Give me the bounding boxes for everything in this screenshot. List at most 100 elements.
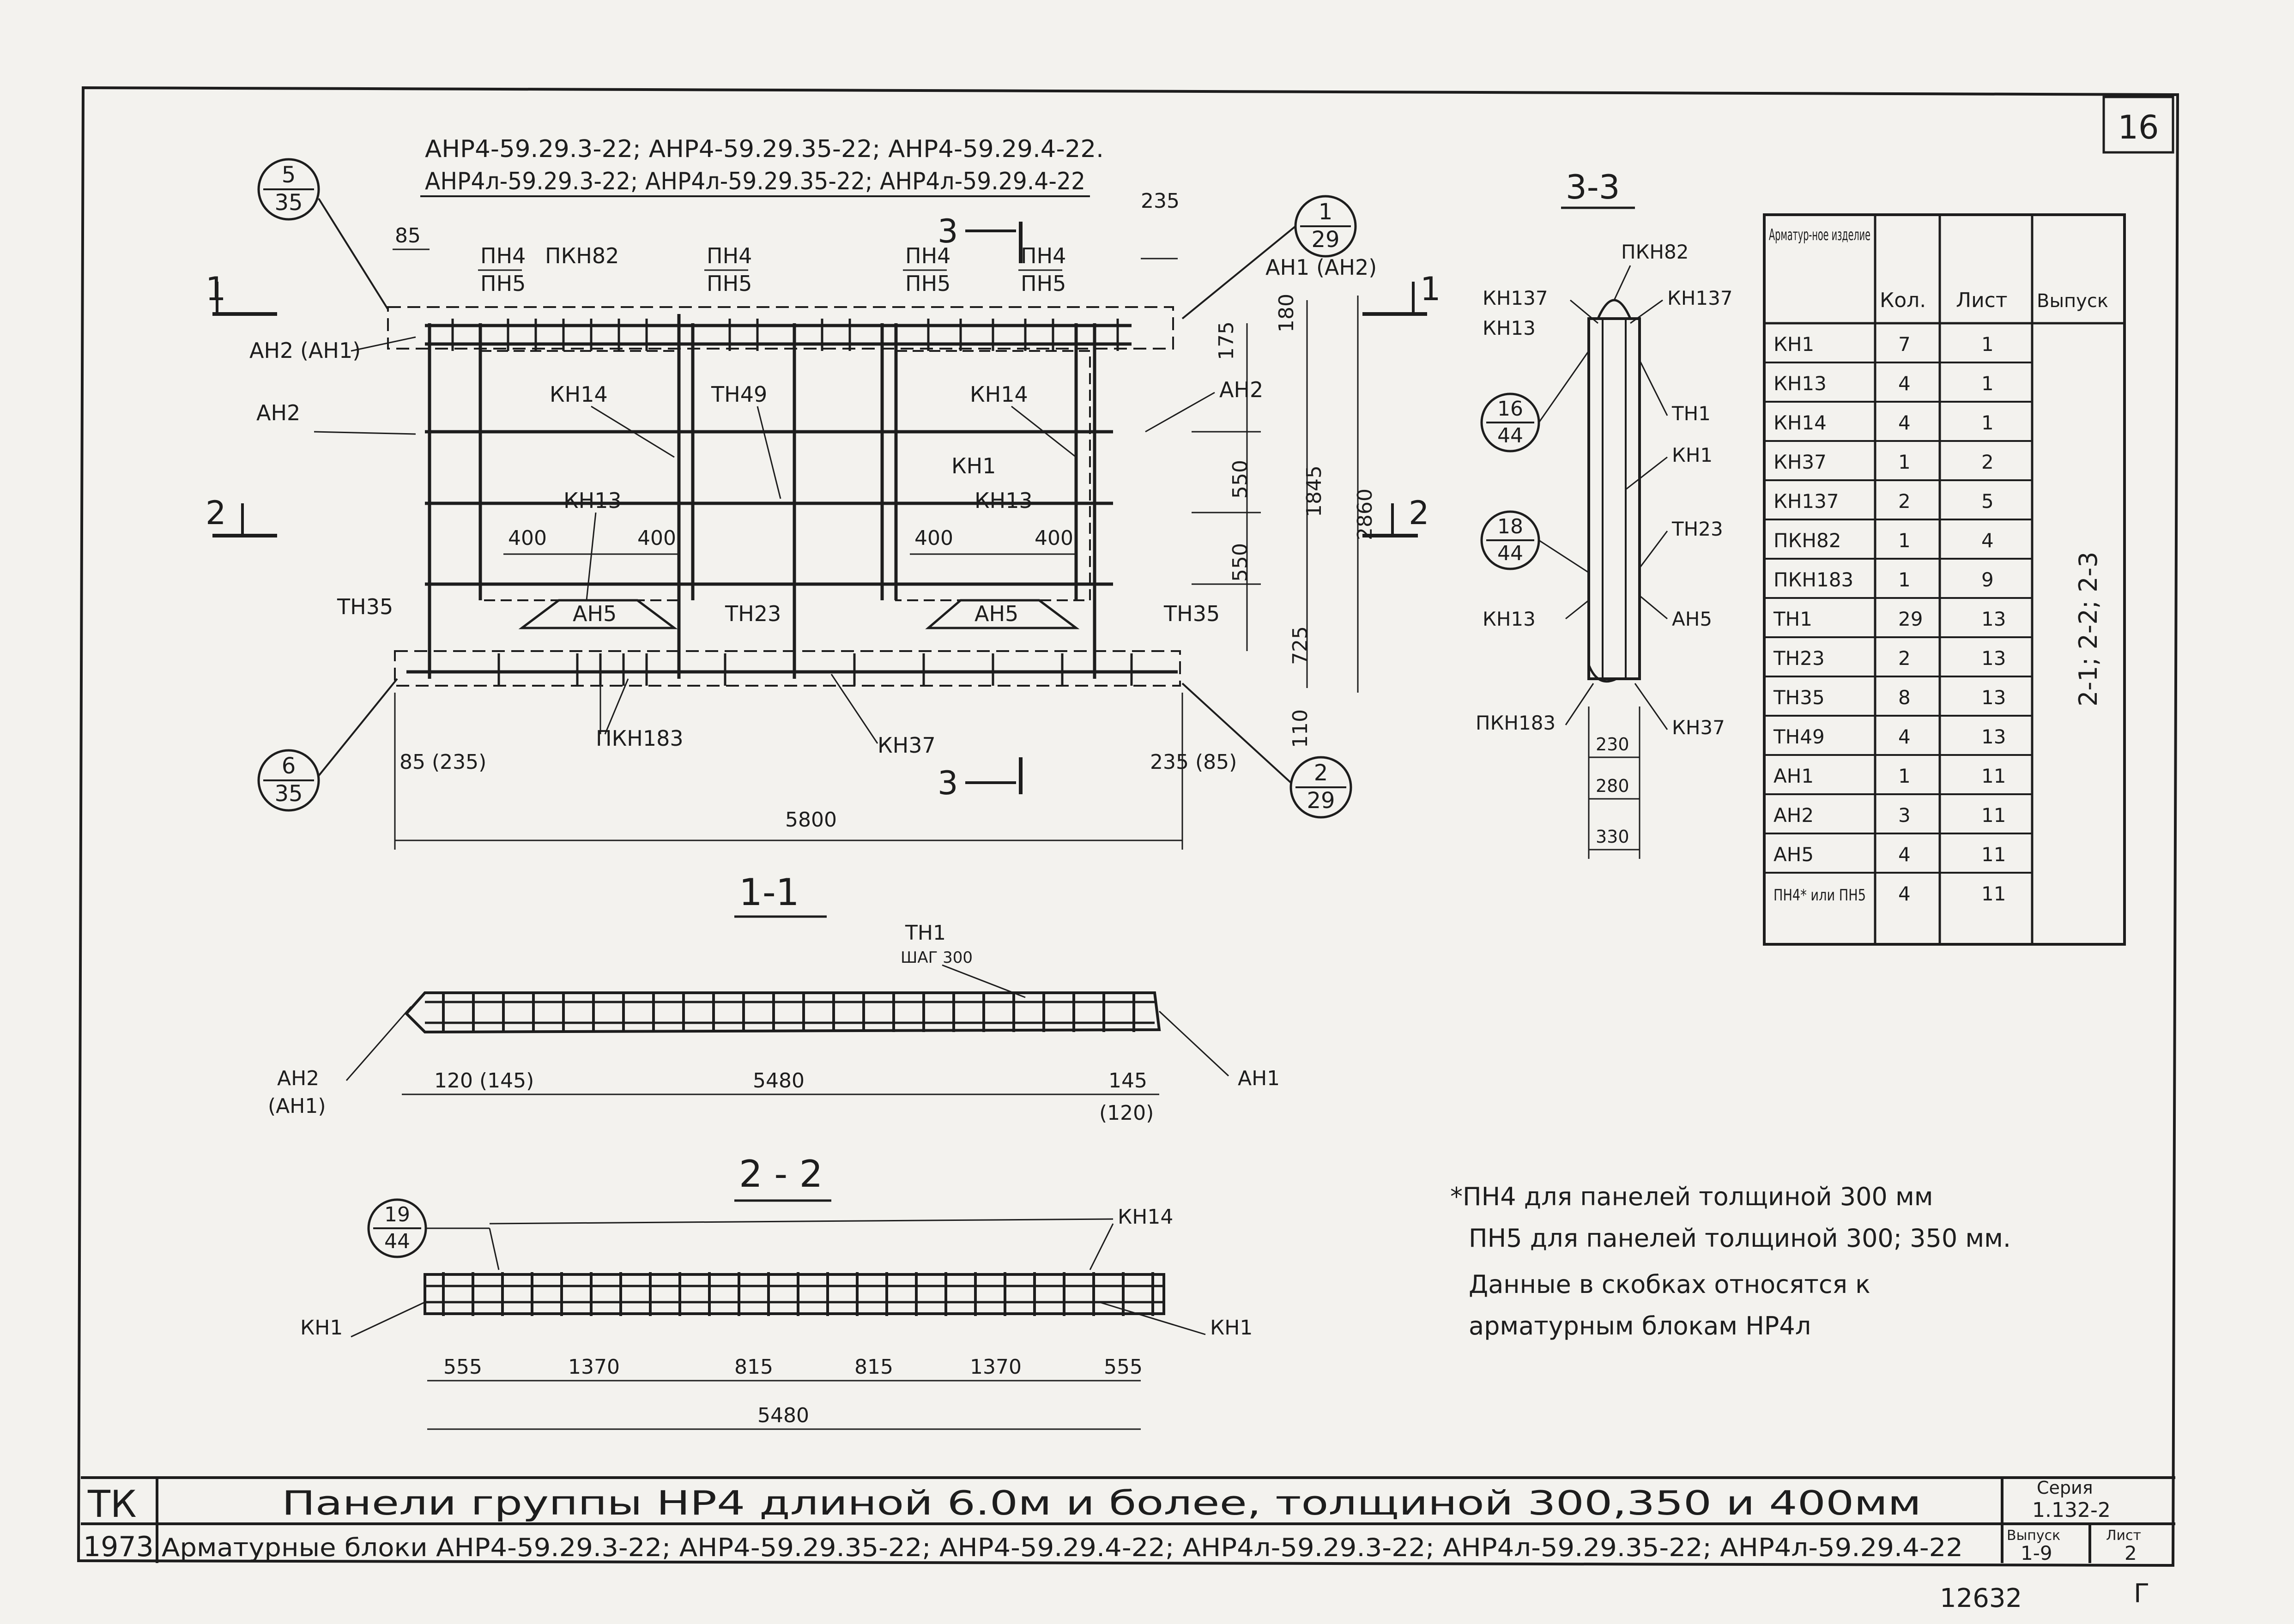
callout-6-35: 6 35	[257, 678, 398, 812]
section-3-3-title: 3-3	[1566, 168, 1620, 206]
table-cell-sheet: 2	[1981, 451, 1994, 473]
elevation-dim-lines	[393, 248, 1359, 850]
table-cell-sheet: 1	[1981, 411, 1994, 434]
svg-text:АН5: АН5	[1672, 608, 1712, 630]
table-cell-qty: 1	[1898, 451, 1911, 473]
svg-text:КН14: КН14	[550, 382, 608, 407]
svg-text:35: 35	[274, 781, 303, 807]
table-row: КН37 1 2	[1773, 451, 1994, 473]
svg-text:АН2: АН2	[277, 1067, 319, 1090]
svg-text:ТН23: ТН23	[1671, 518, 1723, 540]
longitudinal-bars	[406, 324, 1178, 674]
svg-text:(АН1): (АН1)	[268, 1094, 326, 1118]
svg-text:*ПН4 для панелей толщиной 300: *ПН4 для панелей толщиной 300 мм	[1450, 1182, 1933, 1211]
year: 1973	[83, 1531, 154, 1563]
table-cell-qty: 4	[1898, 372, 1911, 395]
table-cell-sheet: 4	[1981, 529, 1994, 552]
svg-text:КН1: КН1	[1210, 1316, 1253, 1340]
drawing-title: Панели группы НР4 длиной 6.0м и более, т…	[282, 1484, 1921, 1522]
callout-2-29: 2 29	[1181, 682, 1352, 819]
svg-text:ПН5 для панелей толщиной 300;: ПН5 для панелей толщиной 300; 350 мм.	[1469, 1224, 2011, 1253]
svg-text:ПН5: ПН5	[480, 271, 526, 296]
svg-text:КН137: КН137	[1483, 287, 1548, 309]
callout-19-44: 19 44	[367, 1198, 500, 1270]
table-cell-qty: 7	[1898, 333, 1911, 356]
bottom-bar-outline	[394, 650, 1181, 687]
svg-text:КН14: КН14	[970, 382, 1028, 407]
svg-text:145: 145	[1108, 1069, 1147, 1093]
table-row: КН13 4 1	[1773, 372, 1994, 395]
drawing-subtitle: Арматурные блоки АНР4-59.29.3-22; АНР4-5…	[162, 1533, 1963, 1562]
table-cell-item: ТН49	[1773, 725, 1825, 748]
svg-text:ПН4: ПН4	[905, 243, 950, 268]
svg-text:ПН5: ПН5	[707, 271, 752, 296]
svg-text:ПН5: ПН5	[905, 271, 950, 296]
table-cell-sheet: 13	[1981, 647, 2006, 670]
svg-text:44: 44	[1497, 542, 1523, 565]
table-cell-qty: 1	[1898, 568, 1911, 591]
section-2-2: 2 - 2 19 44 КН14 КН1 КН1 555	[300, 1153, 1253, 1430]
svg-text:5480: 5480	[753, 1069, 805, 1093]
table-cell-item: ПН4* или ПН5	[1773, 886, 1866, 905]
table-cell-item: КН13	[1773, 372, 1827, 395]
svg-text:КН1: КН1	[1672, 444, 1713, 466]
table-cell-item: АН5	[1773, 843, 1814, 866]
elevation-dimensions: 85 235 180 175 550 550 1845 2860 725 110…	[395, 189, 1377, 832]
svg-text:1845: 1845	[1302, 465, 1326, 517]
svg-text:КН137: КН137	[1667, 287, 1733, 309]
svg-text:ТН49: ТН49	[711, 382, 767, 407]
svg-text:Данные в скобках относятся к: Данные в скобках относятся к	[1469, 1270, 1870, 1299]
svg-text:725: 725	[1289, 626, 1312, 665]
svg-text:44: 44	[1497, 424, 1523, 447]
svg-text:180: 180	[1275, 294, 1298, 332]
table-cell-item: ТН23	[1773, 647, 1825, 670]
svg-text:ПКН82: ПКН82	[1621, 241, 1689, 263]
svg-text:ТН23: ТН23	[725, 601, 781, 626]
table-cell-sheet: 1	[1981, 372, 1994, 395]
svg-text:280: 280	[1596, 776, 1629, 796]
table-cell-item: КН37	[1773, 451, 1827, 473]
table-cell-qty: 1	[1898, 765, 1911, 787]
notes: *ПН4 для панелей толщиной 300 мм ПН5 для…	[1450, 1182, 2011, 1340]
svg-text:120 (145): 120 (145)	[434, 1069, 534, 1093]
an5-left-shape	[518, 599, 678, 629]
table-row: ПКН183 1 9	[1773, 568, 1994, 591]
svg-text:КН1: КН1	[951, 453, 996, 478]
elevation-leaders	[314, 336, 1215, 744]
table-cell-item: ТН35	[1773, 686, 1825, 709]
svg-text:110: 110	[1289, 709, 1312, 748]
svg-text:550: 550	[1229, 460, 1252, 499]
cut-3-bottom: 3	[938, 757, 1023, 802]
table-cell-qty: 4	[1898, 411, 1911, 434]
svg-text:400: 400	[914, 526, 953, 550]
svg-text:Лист: Лист	[1956, 289, 2008, 312]
svg-text:550: 550	[1229, 543, 1252, 582]
table-cell-qty: 2	[1898, 490, 1911, 513]
svg-text:ПКН183: ПКН183	[1476, 712, 1556, 734]
svg-text:ШАГ 300: ШАГ 300	[901, 948, 973, 967]
svg-text:КН13: КН13	[974, 488, 1033, 513]
section-3-3: 3-3 ПКН82 КН137 КН13 КН137 ТН1 КН1 ТН23 …	[1476, 168, 1733, 859]
svg-text:85: 85	[395, 224, 421, 248]
svg-text:КН37: КН37	[1672, 716, 1725, 739]
table-cell-item: ПКН183	[1773, 568, 1853, 591]
svg-text:АН5: АН5	[974, 601, 1018, 626]
issue-label: Выпуск	[2007, 1527, 2060, 1544]
cut-2-right: 2	[1362, 494, 1429, 537]
table-cell-sheet: 5	[1981, 490, 1994, 513]
svg-text:АН2: АН2	[256, 400, 300, 425]
table-cell-qty: 29	[1898, 608, 1923, 630]
svg-text:2: 2	[1314, 760, 1328, 786]
table-cell-item: КН137	[1773, 490, 1839, 513]
svg-text:1370: 1370	[568, 1355, 620, 1379]
an5-right-shape	[925, 599, 1080, 629]
table-cell-sheet: 9	[1981, 568, 1994, 591]
svg-text:КН13: КН13	[1483, 317, 1536, 339]
svg-text:КН13: КН13	[1483, 608, 1536, 630]
callout-16-44: 16 44	[1480, 350, 1590, 453]
